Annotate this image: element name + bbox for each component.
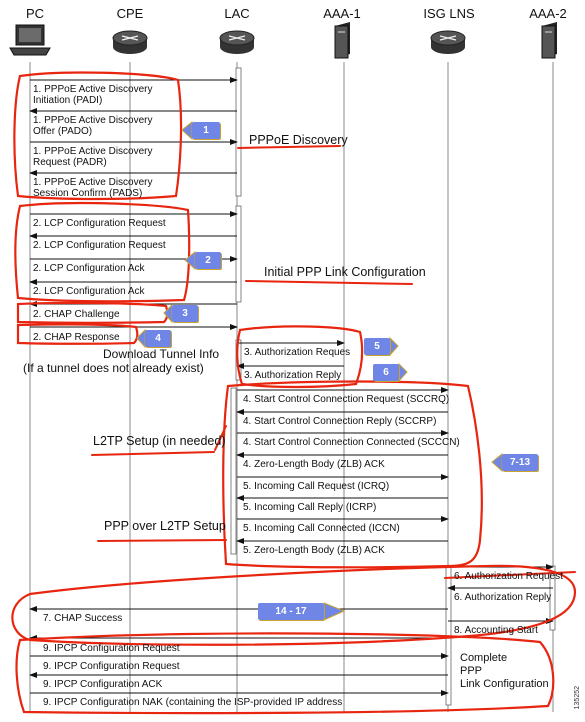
phase-initial-ppp-link: Initial PPP Link Configuration <box>264 265 426 279</box>
step-badge-7-13: 7-13 <box>502 454 538 471</box>
step-badge-14-17: 14 - 17 <box>258 603 324 620</box>
phase-ppp-over-l2tp: PPP over L2TP Setup <box>104 519 226 533</box>
red-annotations <box>11 71 577 715</box>
actor-aaa1: AAA-1 <box>323 6 361 21</box>
msg-chap-success: 7. CHAP Success <box>43 613 123 624</box>
l2tp-connector <box>214 425 227 451</box>
msg-sccrp: 4. Start Control Connection Reply (SCCRP… <box>243 416 437 427</box>
actor-aaa2: AAA-2 <box>529 6 567 21</box>
step-badge-3: 3 <box>172 305 198 322</box>
actor-isg-lns: ISG LNS <box>423 6 475 21</box>
l2tp-circle <box>222 380 483 569</box>
msg-zlb-5: 5. Zero-Length Body (ZLB) ACK <box>243 545 385 556</box>
pc-icon <box>9 24 51 56</box>
msg-sccrq: 4. Start Control Connection Request (SCC… <box>243 394 450 405</box>
pppoe-underline <box>237 145 341 149</box>
activation-bar-4 <box>230 387 237 555</box>
actor-cpe: CPE <box>116 6 144 21</box>
msg-scccn: 4. Start Control Connection Connected (S… <box>243 437 460 448</box>
lac-router-icon <box>219 30 255 54</box>
msg-ipcp-nak: 9. IPCP Configuration NAK (containing th… <box>43 697 343 708</box>
ipcp-circle <box>15 632 555 715</box>
msg-ipcp-request-1: 9. IPCP Configuration Request <box>43 643 180 654</box>
msg-ipcp-request-2: 9. IPCP Configuration Request <box>43 661 180 672</box>
step-badge-2: 2 <box>195 252 221 269</box>
msg-zlb-4: 4. Zero-Length Body (ZLB) ACK <box>243 459 385 470</box>
msg-iccn: 5. Incoming Call Connected (ICCN) <box>243 523 400 534</box>
isg-lns-router-icon <box>430 30 466 54</box>
msg-chap-response: 2. CHAP Response <box>33 332 120 343</box>
msg-lcp-ack-2: 2. LCP Configuration Ack <box>33 286 145 297</box>
msg-chap-challenge: 2. CHAP Challenge <box>33 309 120 320</box>
badge-14-17-head <box>323 602 346 621</box>
figure-id: 135252 <box>574 686 581 710</box>
ppp-link-underline <box>245 280 413 285</box>
step-badge-1: 1 <box>192 122 220 139</box>
aaa1-server-icon <box>334 22 350 59</box>
activation-bar-1 <box>235 67 242 197</box>
download-tunnel-condition: (If a tunnel does not already exist) <box>23 361 204 375</box>
cpe-router-icon <box>112 30 148 54</box>
actor-pc: PC <box>25 6 45 21</box>
pppoe-circle <box>13 71 183 201</box>
chap-response-box <box>16 323 139 345</box>
msg-authorization-request: 3. Authorization Reques <box>244 347 351 358</box>
auth6-connector <box>444 571 576 579</box>
msg-lcp-request-1: 2. LCP Configuration Request <box>33 218 166 229</box>
l2tp-underline <box>91 451 215 456</box>
msg-lcp-ack-1: 2. LCP Configuration Ack <box>33 263 145 274</box>
chap-success-circle <box>11 564 577 646</box>
msg-authorization-reply: 3. Authorization Reply <box>244 370 342 381</box>
step-badge-5: 5 <box>364 338 390 355</box>
phase-pppoe-discovery: PPPoE Discovery <box>249 133 348 147</box>
aaa2-server-icon <box>541 22 557 59</box>
badge-6-head <box>398 362 408 383</box>
msg-ipcp-ack: 9. IPCP Configuration ACK <box>43 679 163 690</box>
msg-auth6-request: 6. Authorization Request <box>454 571 563 582</box>
badge-7-13-head <box>491 452 503 473</box>
download-tunnel-info: Download Tunnel Info <box>103 347 220 361</box>
msg-auth6-reply: 6. Authorization Reply <box>454 592 552 603</box>
badge-5-head <box>389 336 399 357</box>
phase-l2tp-setup: L2TP Setup (in needed) <box>93 434 226 448</box>
activation-bar-2 <box>235 205 242 303</box>
msg-icrp: 5. Incoming Call Reply (ICRP) <box>243 502 377 513</box>
msg-icrq: 5. Incoming Call Request (ICRQ) <box>243 481 390 492</box>
msg-accounting-start: 8. Accounting Start <box>454 625 538 636</box>
authorization-circle <box>236 325 364 389</box>
actor-lac: LAC <box>224 6 250 21</box>
step-badge-4: 4 <box>145 330 171 347</box>
step-badge-6: 6 <box>373 364 399 381</box>
msg-lcp-request-2: 2. LCP Configuration Request <box>33 240 166 251</box>
badge-1-head <box>181 120 193 141</box>
message-arrows <box>29 77 554 696</box>
ppp-over-l2tp-underline <box>97 539 227 542</box>
lcp-circle <box>14 201 191 303</box>
